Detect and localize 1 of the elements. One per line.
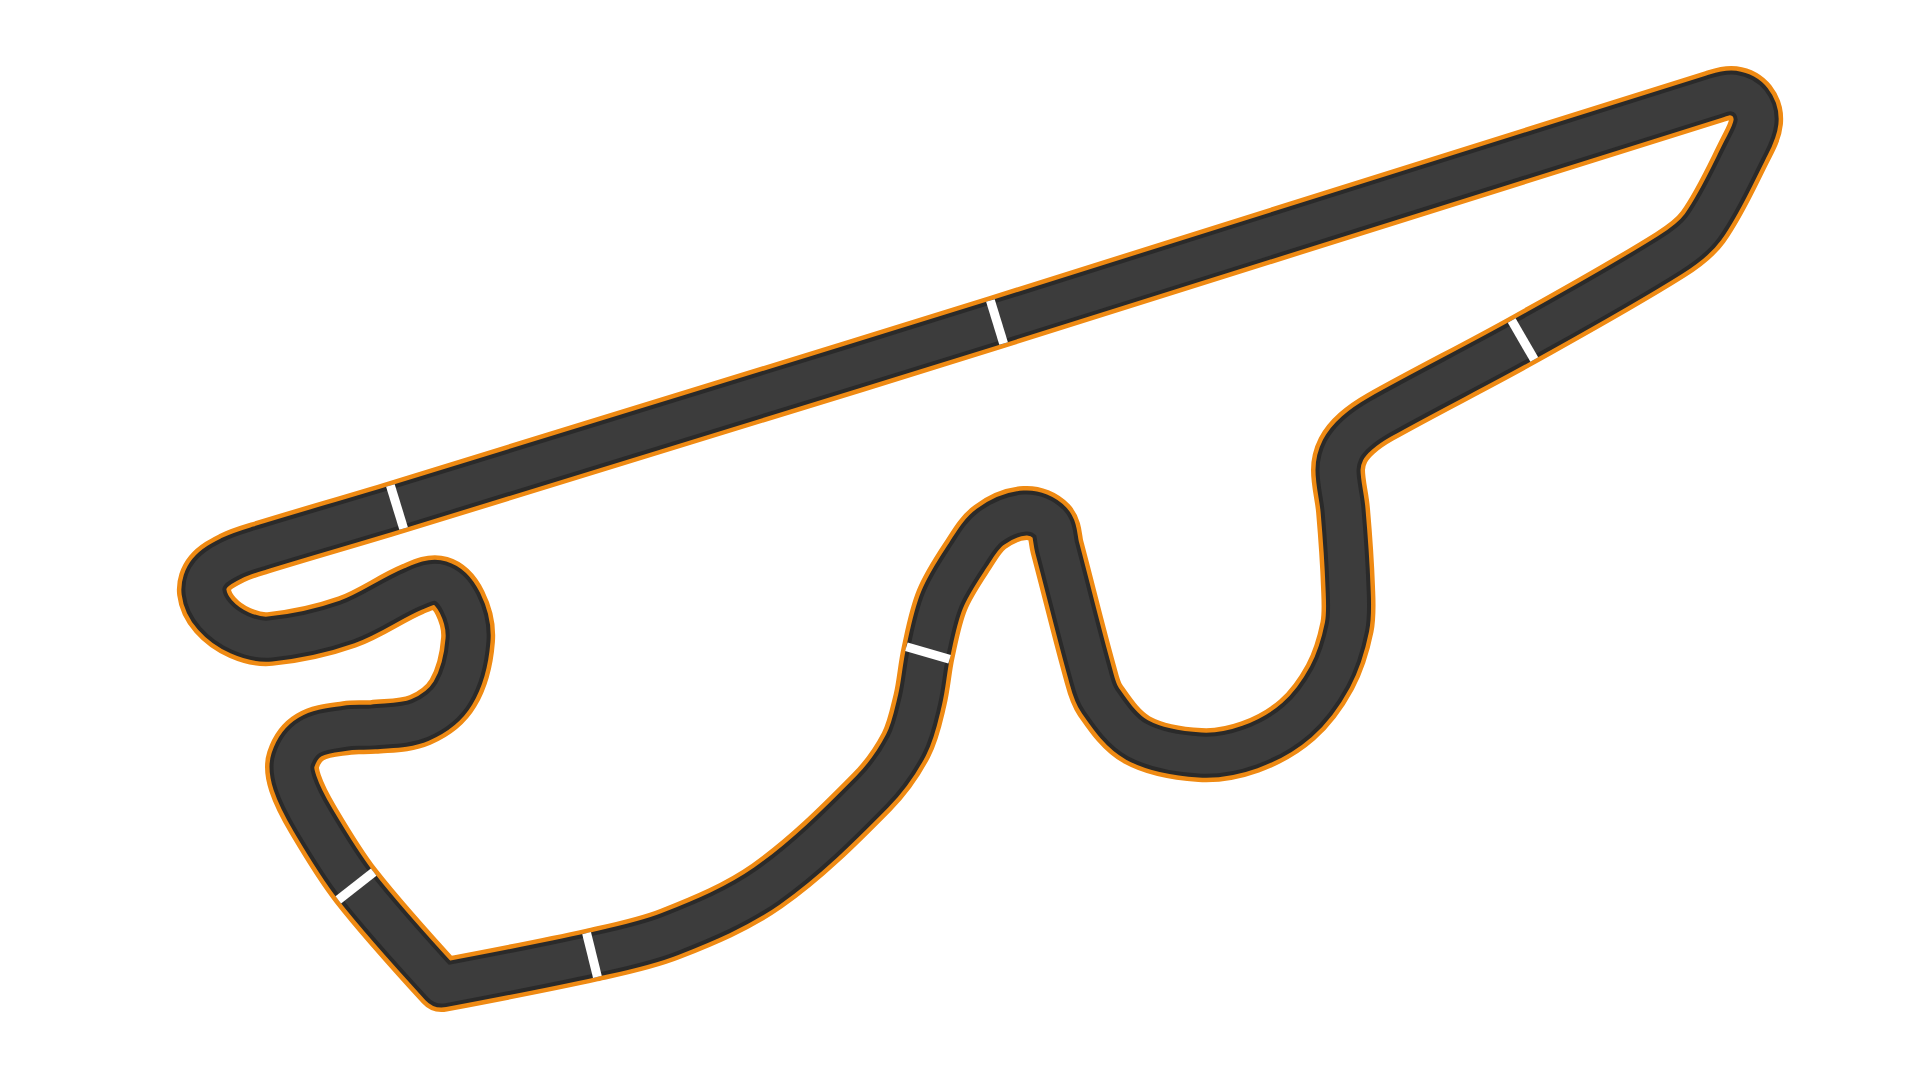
race-track-map bbox=[176, 65, 1784, 1012]
